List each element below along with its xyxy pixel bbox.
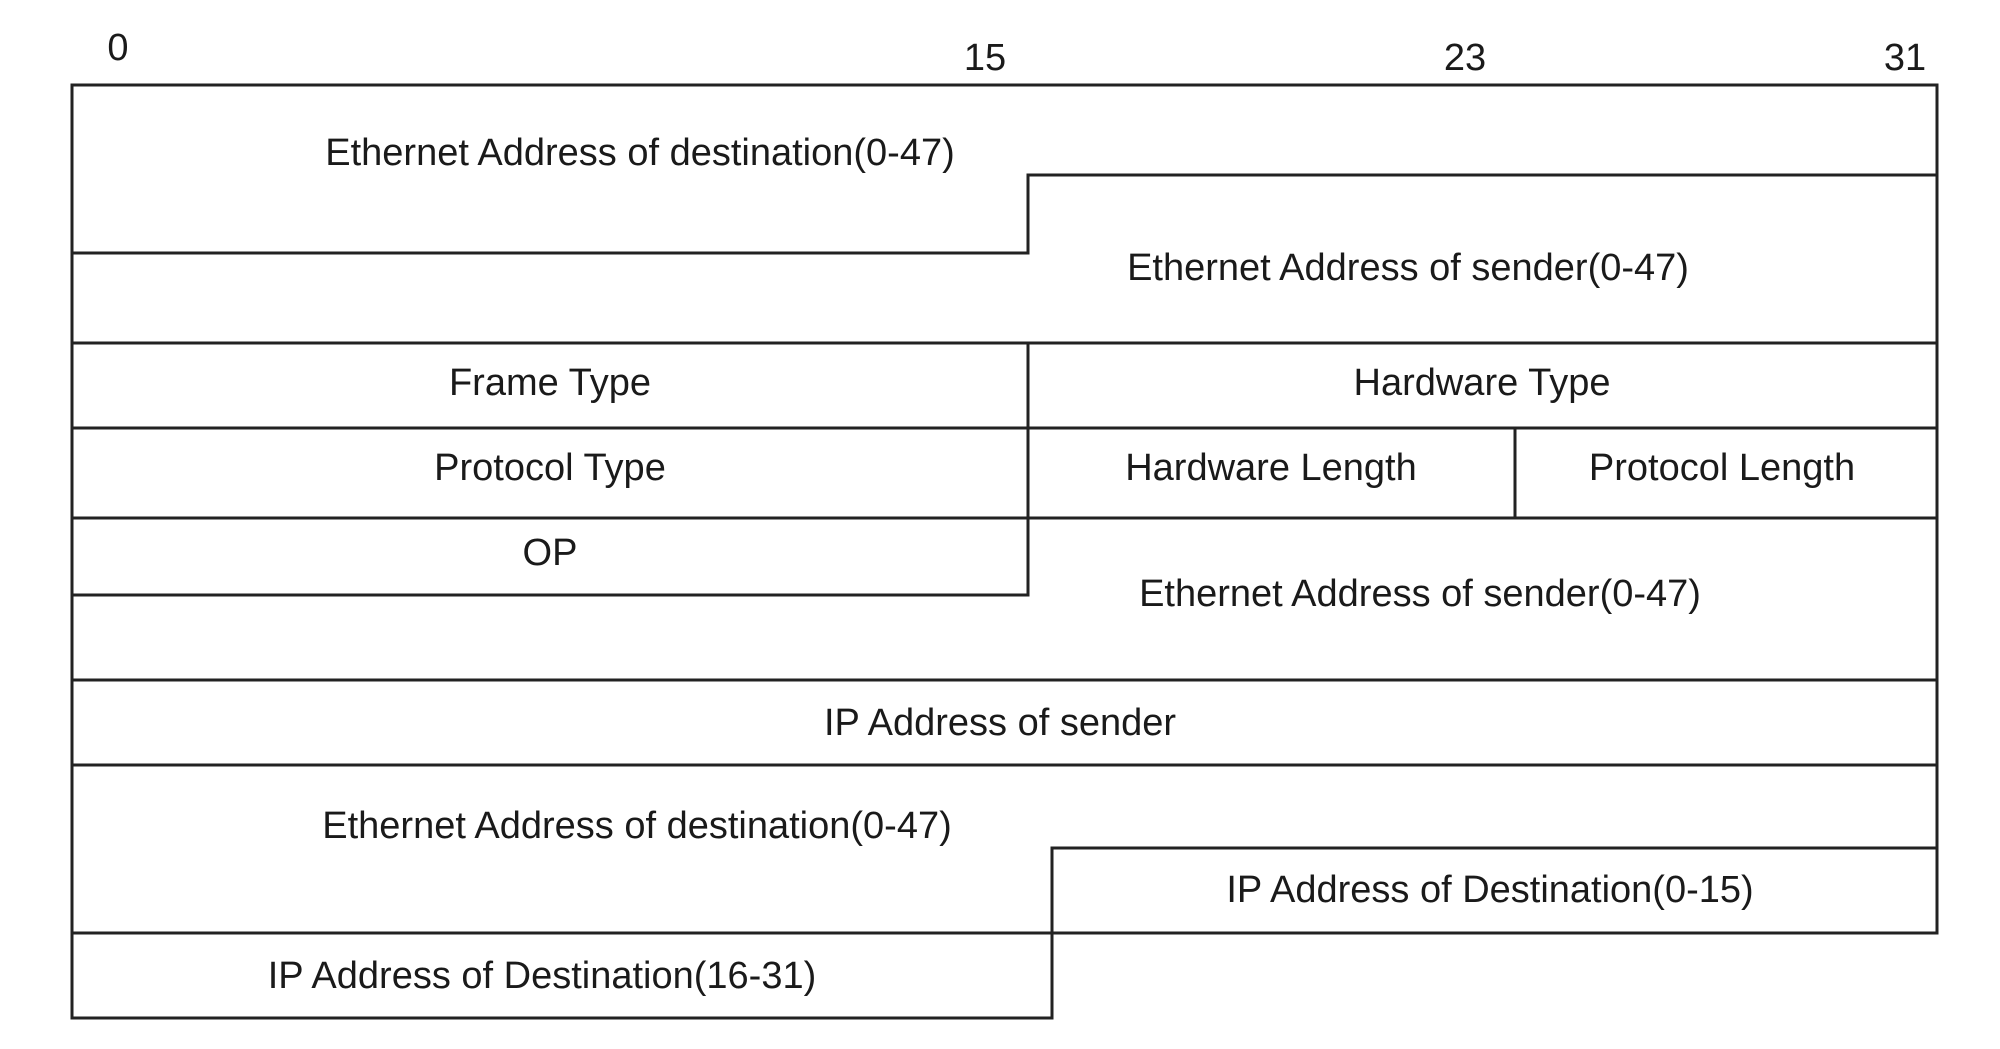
field-eth-sender-1: Ethernet Address of sender(0-47): [1127, 247, 1689, 289]
field-ip-dest-0-15: IP Address of Destination(0-15): [1226, 869, 1753, 911]
field-eth-dest-2: Ethernet Address of destination(0-47): [322, 805, 952, 847]
field-hardware-length: Hardware Length: [1125, 447, 1417, 489]
field-ip-sender: IP Address of sender: [824, 702, 1176, 744]
field-eth-dest-1: Ethernet Address of destination(0-47): [325, 132, 955, 174]
bit-marker-0: 0: [107, 27, 128, 69]
bit-marker-31: 31: [1884, 37, 1926, 79]
bit-marker-23: 23: [1444, 37, 1486, 79]
frame-lines: [70, 83, 1939, 1020]
field-op: OP: [523, 532, 578, 574]
bit-marker-15: 15: [964, 37, 1006, 79]
field-eth-sender-2: Ethernet Address of sender(0-47): [1139, 573, 1701, 615]
field-ip-dest-16-31: IP Address of Destination(16-31): [268, 955, 817, 997]
field-frame-type: Frame Type: [449, 362, 651, 404]
field-protocol-type: Protocol Type: [434, 447, 666, 489]
field-hardware-type: Hardware Type: [1354, 362, 1611, 404]
field-protocol-length: Protocol Length: [1589, 447, 1855, 489]
